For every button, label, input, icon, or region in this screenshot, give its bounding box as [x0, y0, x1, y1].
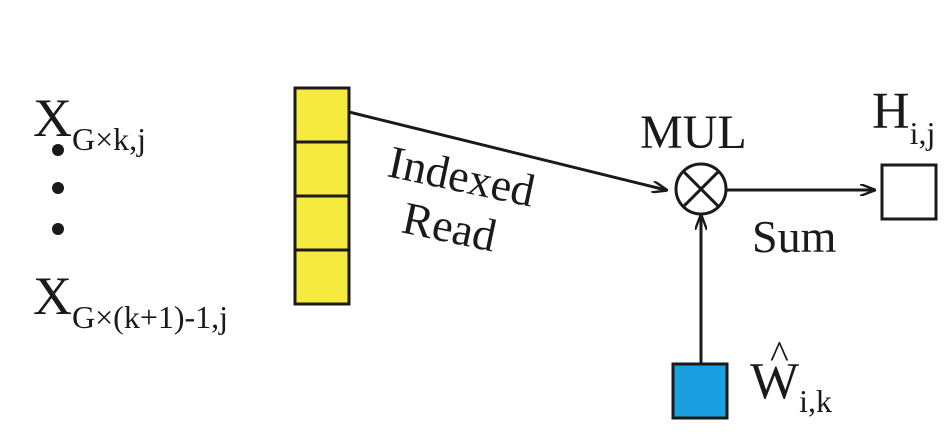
- output-label: Hi,j: [872, 83, 935, 151]
- buffer-cell: [293, 248, 351, 306]
- ellipsis-dot-1: [52, 144, 64, 156]
- weight-node: [671, 362, 729, 420]
- output-base: H: [872, 83, 910, 140]
- first-input-label: XG×k,j: [33, 88, 146, 157]
- output-subscript: i,j: [910, 115, 936, 151]
- ellipsis-dot-3: [52, 223, 64, 235]
- first-input-base: X: [33, 88, 72, 148]
- sum-label: Sum: [752, 211, 837, 262]
- buffer-column: [293, 86, 351, 306]
- indexed-read-arrow: [348, 110, 666, 190]
- weight-label: Wi,k: [750, 353, 832, 419]
- buffer-cell: [293, 140, 351, 198]
- first-input-subscript: G×k,j: [72, 121, 146, 157]
- last-input-label: XG×(k+1)-1,j: [33, 266, 228, 335]
- last-input-subscript: G×(k+1)-1,j: [72, 299, 228, 335]
- weight-subscript: i,k: [799, 383, 832, 419]
- buffer-cell: [293, 194, 351, 252]
- weight-base: W: [750, 353, 799, 410]
- weight-hat: ^: [770, 332, 789, 377]
- output-node: [880, 163, 938, 221]
- multiplier-label: MUL: [640, 106, 747, 159]
- buffer-cell: [293, 86, 351, 144]
- ellipsis-dot-2: [52, 182, 64, 194]
- multiply-node-icon: [674, 162, 728, 216]
- last-input-base: X: [33, 266, 72, 326]
